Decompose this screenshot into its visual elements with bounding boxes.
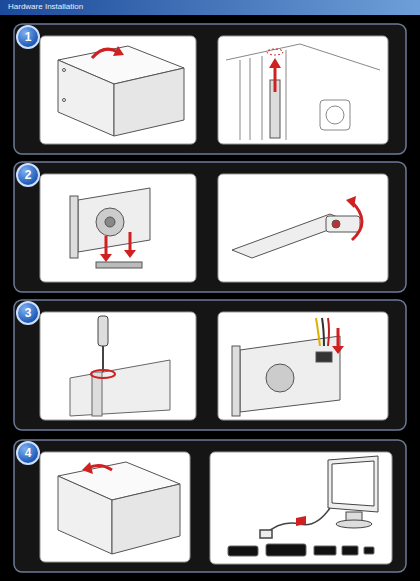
- graphics-card: [232, 336, 340, 416]
- step-number: 2: [25, 169, 32, 181]
- output-ports: [228, 544, 374, 556]
- title-bar: [0, 0, 420, 15]
- step-panels: [14, 24, 406, 572]
- graphics-card: [70, 188, 150, 268]
- motion-arrow: [274, 66, 277, 92]
- picture-frames: [40, 36, 392, 564]
- pc-case: [58, 462, 180, 554]
- step-number: 1: [25, 31, 32, 43]
- page-title: Hardware Installation: [8, 2, 83, 12]
- arrow-head: [332, 346, 344, 354]
- screw-turn: [267, 49, 283, 55]
- motion-arrow: [352, 202, 362, 240]
- case-interior: [226, 44, 380, 140]
- card-bracket: [70, 360, 170, 416]
- arrow-head: [113, 46, 124, 56]
- slot-latch: [232, 214, 360, 258]
- step-number: 3: [25, 307, 32, 319]
- motion-arrow: [92, 49, 118, 58]
- monitor: [328, 456, 378, 528]
- motion-arrow: [337, 328, 340, 348]
- power-cable: [316, 318, 329, 346]
- screwdriver: [98, 316, 108, 372]
- arrow-head: [346, 196, 356, 208]
- arrow-head: [269, 58, 281, 68]
- arrow-head: [82, 462, 93, 474]
- step-number-badge: 2: [16, 163, 40, 187]
- pc-case: [58, 46, 184, 136]
- step-number-badge: 3: [16, 301, 40, 325]
- step-number-badge: 4: [16, 441, 40, 465]
- step-number: 4: [25, 447, 32, 459]
- screw-turn: [91, 370, 115, 378]
- step-number-badge: 1: [16, 25, 40, 49]
- video-cable: [260, 508, 330, 538]
- arrow-head: [100, 250, 136, 262]
